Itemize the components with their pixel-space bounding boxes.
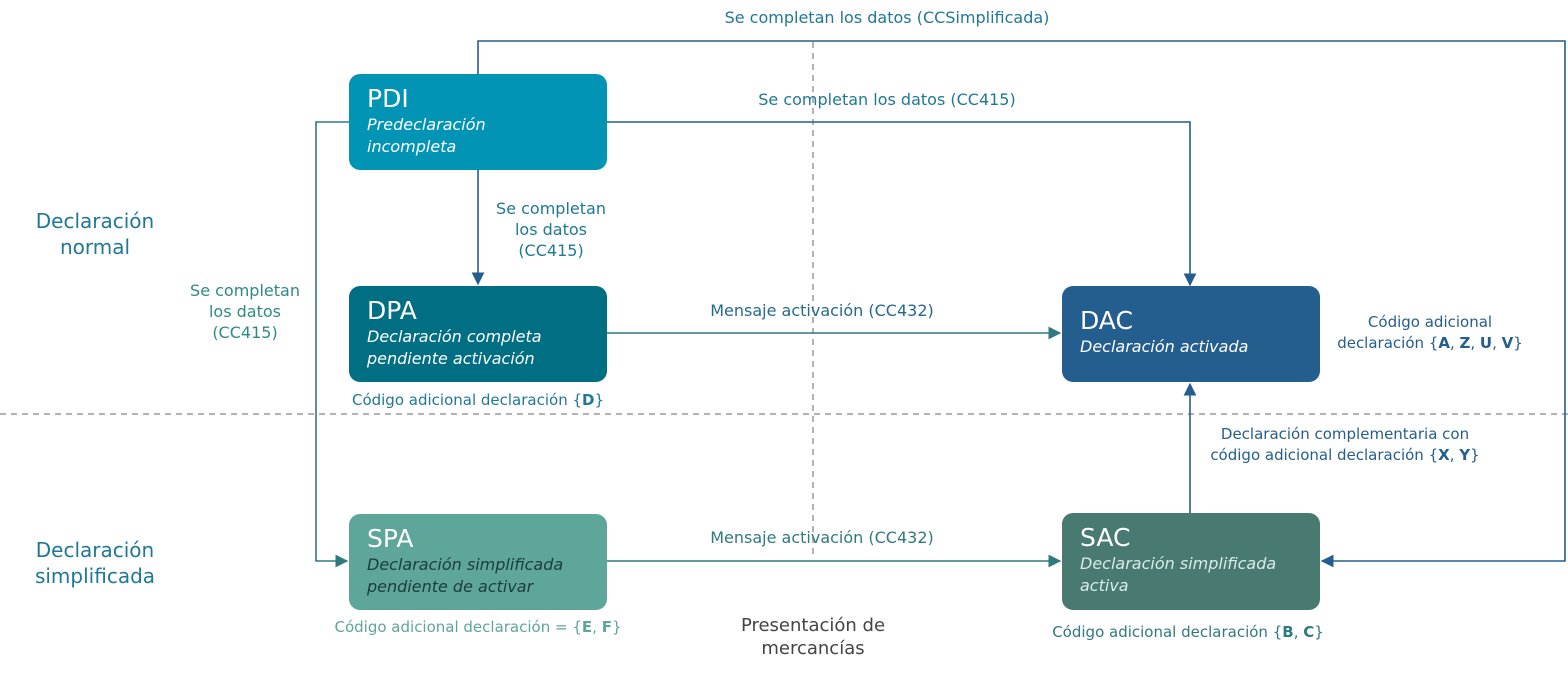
sac-code-c: C [1303,623,1315,641]
dac-codes: Código adicional declaración {A, Z, U, V… [1337,313,1523,352]
edge-spa-sac-label: Mensaje activación (CC432) [710,528,934,547]
lane-simplificada-label: Declaración simplificada [34,538,156,588]
dpa-code-d: D [582,391,595,409]
node-dpa[interactable]: DPA Declaración completa pendiente activ… [349,286,607,382]
edge-pdi-sac [477,40,1566,568]
edge-pdi-spa-label: Se completan los datos (CC415) [190,281,300,342]
dac-codes-line1: Código adicional [1367,313,1493,331]
spa-code-e: E [581,618,593,636]
spa-codes-prefix: Código adicional declaración = { [334,618,582,636]
node-pdi[interactable]: PDI Predeclaración incompleta [349,74,607,170]
lane-normal-label: Declaración normal [35,209,155,259]
node-dac-desc: Declaración activada [1080,337,1249,356]
node-pdi-code: PDI [367,84,409,113]
node-spa-code: SPA [367,524,414,553]
spa-code-f: F [601,618,612,636]
edge-sac-dac-label-line1: Declaración complementaria con [1220,425,1470,443]
edge-pdi-sac-label: Se completan los datos (CCSimplificada) [724,8,1050,27]
node-dac-code: DAC [1080,306,1133,335]
edge-sac-dac-code-x: X [1438,446,1450,464]
node-sac-desc: Declaración simplificada activa [1080,554,1277,595]
node-dpa-code: DPA [367,296,417,325]
edge-pdi-dac [607,121,1197,287]
node-dpa-desc: Declaración completa pendiente activació… [367,327,542,368]
edge-sac-dac-label-prefix: código adicional declaración { [1210,446,1439,464]
dpa-codes-prefix: Código adicional declaración { [351,391,583,409]
edge-pdi-spa [315,121,349,568]
node-sac[interactable]: SAC Declaración simplificada activa [1062,513,1320,610]
node-sac-code: SAC [1080,523,1131,552]
dpa-codes: Código adicional declaración {D} [351,391,605,409]
presentation-label: Presentación de mercancías [740,615,886,659]
spa-codes: Código adicional declaración = {E, F} [334,618,622,636]
node-dac[interactable]: DAC Declaración activada [1062,286,1320,382]
edge-dpa-dac-label: Mensaje activación (CC432) [710,301,934,320]
edge-pdi-dac-label: Se completan los datos (CC415) [758,90,1016,109]
sac-code-b: B [1282,623,1294,641]
node-spa[interactable]: SPA Declaración simplificada pendiente d… [349,514,607,610]
edge-sac-dac-code-y: Y [1459,446,1471,464]
edge-sac-dac-label: Declaración complementaria con código ad… [1210,425,1480,464]
dac-code-v: V [1501,334,1514,352]
sac-codes-prefix: Código adicional declaración { [1052,623,1283,641]
node-pdi-desc: Predeclaración incompleta [367,115,486,156]
dac-code-u: U [1479,334,1493,352]
dac-codes-prefix: declaración { [1337,334,1439,352]
node-spa-desc: Declaración simplificada pendiente de ac… [367,555,564,596]
sac-codes: Código adicional declaración {B, C} [1052,623,1324,641]
dac-code-a: A [1438,334,1450,352]
dac-code-z: Z [1459,334,1471,352]
edge-pdi-dpa-label: Se completan los datos (CC415) [496,199,606,260]
